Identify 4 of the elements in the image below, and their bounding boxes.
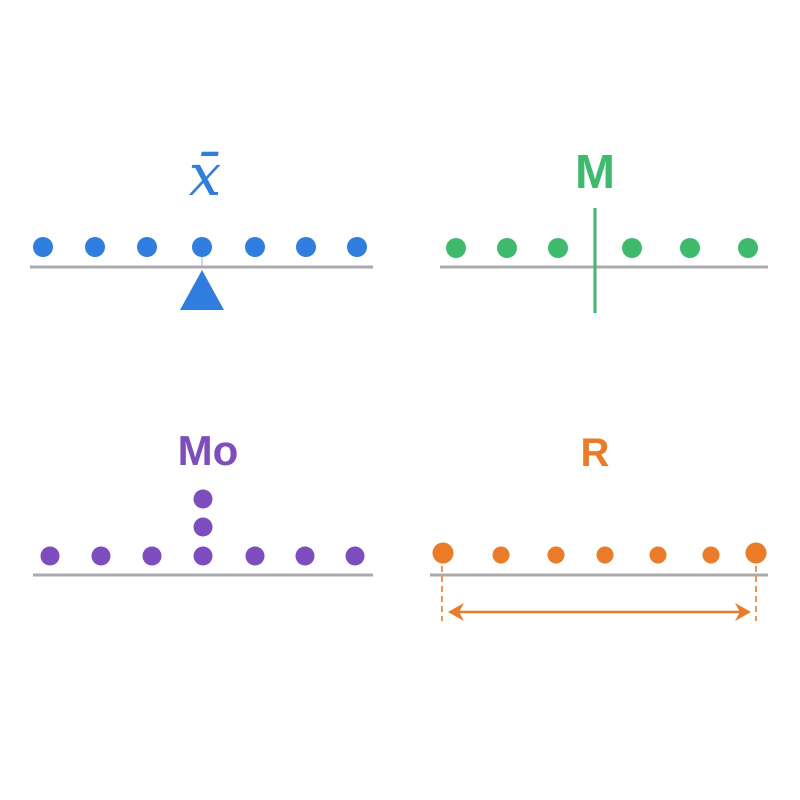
- panel-heading: Mo: [178, 430, 238, 472]
- panel-heading: x̄: [188, 146, 222, 204]
- panel-heading: R: [580, 433, 610, 473]
- panel-heading: M: [575, 149, 615, 197]
